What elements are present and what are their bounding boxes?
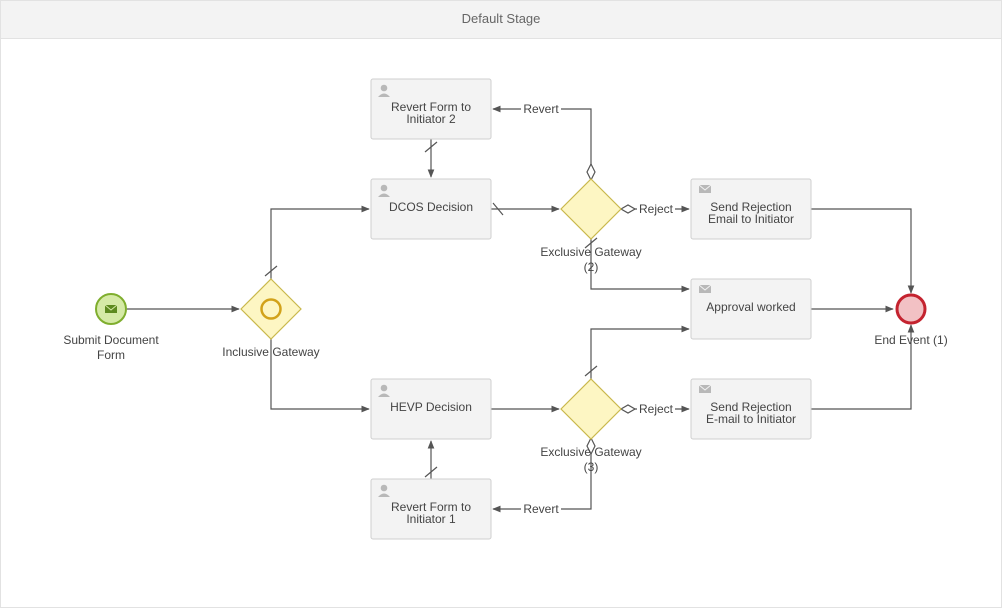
task-dcos-decision[interactable]: DCOS Decision <box>370 178 492 240</box>
start-event-label: Form <box>97 348 125 362</box>
flow-gateway2-revert[interactable] <box>492 105 592 179</box>
conditional-flow-marker <box>586 162 596 182</box>
flow-rejection2-to-end[interactable] <box>811 324 915 410</box>
task-label: Revert Form to <box>391 100 471 114</box>
default-flow-mark <box>584 365 598 377</box>
flow-label-reject-top: Reject <box>639 202 674 216</box>
task-label: Email to Initiator <box>708 212 794 226</box>
gateway-label: Exclusive Gateway <box>540 245 641 259</box>
flow-gateway2-to-approval[interactable] <box>590 239 690 293</box>
task-label: Initiator 2 <box>406 112 456 126</box>
start-event-label: Submit Document <box>63 333 159 347</box>
end-event[interactable]: End Event (1) <box>874 293 948 347</box>
task-send-rejection-email[interactable]: Send Rejection Email to Initiator <box>690 178 812 240</box>
default-flow-mark <box>492 202 504 216</box>
exclusive-gateway-3[interactable]: Exclusive Gateway (3) <box>540 378 642 474</box>
default-flow-mark <box>264 265 278 277</box>
gateway-label: (3) <box>584 460 599 474</box>
default-flow-mark <box>424 141 438 153</box>
task-approval-worked[interactable]: Approval worked <box>690 278 812 340</box>
envelope-icon <box>698 284 712 293</box>
stage-header: Default Stage <box>1 1 1001 39</box>
task-label: Approval worked <box>706 300 795 314</box>
flow-inclusive-to-hevp[interactable] <box>270 339 370 413</box>
gateway-label: (2) <box>584 260 599 274</box>
process-diagram: Revert Reject Reject Revert Submit Docum… <box>63 78 948 540</box>
flow-inclusive-to-dcos[interactable] <box>270 205 370 279</box>
exclusive-gateway-2[interactable]: Exclusive Gateway (2) <box>540 178 642 274</box>
gateway-label: Exclusive Gateway <box>540 445 641 459</box>
task-label: HEVP Decision <box>390 400 472 414</box>
task-label: Send Rejection <box>710 400 791 414</box>
task-label: E-mail to Initiator <box>706 412 796 426</box>
inclusive-gateway[interactable]: Inclusive Gateway <box>222 278 320 359</box>
user-icon <box>378 484 390 497</box>
stage-title: Default Stage <box>461 11 541 26</box>
default-flow-mark <box>424 466 438 478</box>
user-icon <box>378 84 390 97</box>
flow-gateway3-to-approval[interactable] <box>590 325 690 379</box>
task-revert-form-initiator-2[interactable]: Revert Form to Initiator 2 <box>370 78 492 140</box>
envelope-icon <box>104 304 118 313</box>
task-revert-form-initiator-1[interactable]: Revert Form to Initiator 1 <box>370 478 492 540</box>
user-icon <box>378 384 390 397</box>
conditional-flow-marker <box>586 436 596 456</box>
task-label: Revert Form to <box>391 500 471 514</box>
conditional-flow-marker <box>619 404 637 414</box>
end-event-label: End Event (1) <box>874 333 947 347</box>
start-event[interactable]: Submit Document Form <box>63 293 159 362</box>
task-label: Initiator 1 <box>406 512 456 526</box>
envelope-icon <box>698 184 712 193</box>
envelope-icon <box>698 384 712 393</box>
inclusive-gateway-label: Inclusive Gateway <box>222 345 319 359</box>
default-flow-mark <box>584 237 598 249</box>
task-send-rejection-e-mail[interactable]: Send Rejection E-mail to Initiator <box>690 378 812 440</box>
inclusive-gateway-icon <box>260 298 282 320</box>
flow-label-revert-top: Revert <box>523 102 559 116</box>
flow-label-revert-bottom: Revert <box>523 502 559 516</box>
user-icon <box>378 184 390 197</box>
task-hevp-decision[interactable]: HEVP Decision <box>370 378 492 440</box>
flow-rejection1-to-end[interactable] <box>811 208 915 294</box>
task-label: Send Rejection <box>710 200 791 214</box>
flow-label-reject-bottom: Reject <box>639 402 674 416</box>
conditional-flow-marker <box>619 204 637 214</box>
task-label: DCOS Decision <box>389 200 473 214</box>
